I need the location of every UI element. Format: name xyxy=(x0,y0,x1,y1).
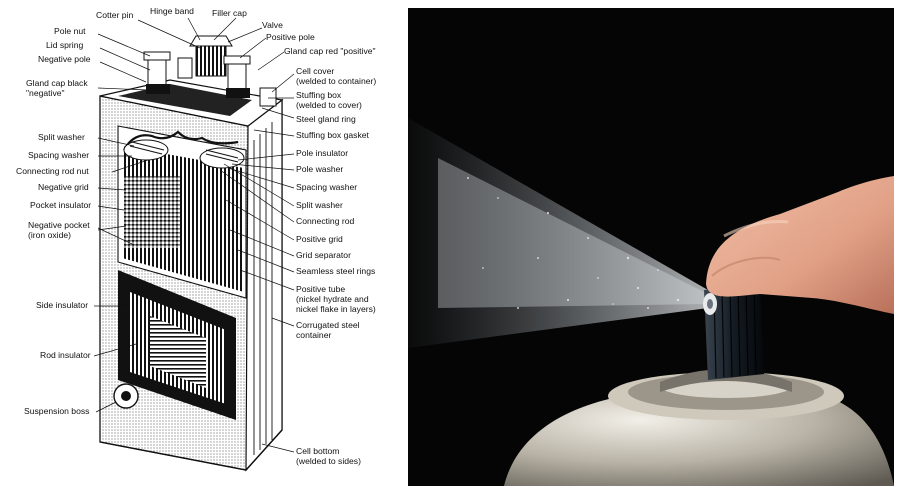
callout-spacing-washer-right: Spacing washer xyxy=(296,182,357,192)
callout-line: Cell bottom xyxy=(296,446,339,456)
callout-line: Stuffing box xyxy=(296,90,342,100)
callout-connecting-rod-nut: Connecting rod nut xyxy=(16,166,89,176)
callout-positive-grid: Positive grid xyxy=(296,234,343,244)
callout-cell-cover: Cell cover(welded to container) xyxy=(296,66,376,86)
callout-line: Connecting rod xyxy=(296,216,355,226)
callout-line: Positive pole xyxy=(266,32,315,42)
callout-line: Split washer xyxy=(296,200,343,210)
pressing-finger xyxy=(706,176,894,314)
callout-line: Spacing washer xyxy=(28,150,89,160)
callout-line: Stuffing box gasket xyxy=(296,130,370,140)
callout-steel-gland-ring: Steel gland ring xyxy=(296,114,356,124)
callout-line: container xyxy=(296,330,331,340)
callout-line: (welded to container) xyxy=(296,76,376,86)
callout-line: Rod insulator xyxy=(40,350,91,360)
callout-hinge-band: Hinge band xyxy=(150,6,194,16)
callout-line: nickel flake in layers) xyxy=(296,304,376,314)
callout-line: Positive grid xyxy=(296,234,343,244)
callout-line: Suspension boss xyxy=(24,406,89,416)
callout-line: Negative pocket xyxy=(28,220,90,230)
battery-cell-cutaway: Cotter pin Hinge band Filler capValvePole … xyxy=(16,6,376,472)
callout-line: Gland cap red "positive" xyxy=(284,46,376,56)
callout-line: "negative" xyxy=(26,88,65,98)
callout-rod-insulator: Rod insulator xyxy=(40,350,91,360)
callout-line: Spacing washer xyxy=(296,182,357,192)
callout-valve: Valve xyxy=(262,20,283,30)
callout-line: (welded to cover) xyxy=(296,100,362,110)
cell-cover-top xyxy=(99,35,284,127)
callout-gland-cap-red: Gland cap red "positive" xyxy=(284,46,376,56)
callout-line: Pole washer xyxy=(296,164,343,174)
callout-pole-insulator: Pole insulator xyxy=(296,148,348,158)
callout-line: Seamless steel rings xyxy=(296,266,375,276)
callout-negative-pole: Negative pole xyxy=(38,54,91,64)
callout-negative-grid: Negative grid xyxy=(38,182,89,192)
callout-split-washer-right: Split washer xyxy=(296,200,343,210)
callout-line: (welded to sides) xyxy=(296,456,361,466)
callout-pole-nut: Pole nut xyxy=(54,26,86,36)
callout-lid-spring: Lid spring xyxy=(46,40,83,50)
callout-connecting-rod: Connecting rod xyxy=(296,216,355,226)
callout-line: (iron oxide) xyxy=(28,230,71,240)
callout-line: (nickel hydrate and xyxy=(296,294,369,304)
callout-gland-cap-black: Gland cap black"negative" xyxy=(26,78,88,98)
callout-spacing-washer-left: Spacing washer xyxy=(28,150,89,160)
callout-line: Negative pole xyxy=(38,54,91,64)
callout-line: Negative grid xyxy=(38,182,89,192)
callout-filler-cap: Filler cap xyxy=(212,8,247,18)
callout-grid-separator: Grid separator xyxy=(296,250,351,260)
leader-lines xyxy=(93,17,295,453)
callout-labels: Cotter pin Hinge band Filler capValvePole … xyxy=(16,6,376,466)
aerosol-photo-illustration xyxy=(408,8,894,486)
callout-line: Pole nut xyxy=(54,26,86,36)
callout-pole-washer: Pole washer xyxy=(296,164,343,174)
callout-line: Filler cap xyxy=(212,8,247,18)
aerosol-can xyxy=(504,369,894,486)
callout-stuffing-box: Stuffing box(welded to cover) xyxy=(296,90,362,110)
callout-suspension-boss: Suspension boss xyxy=(24,406,89,416)
callout-line: Grid separator xyxy=(296,250,351,260)
callout-line: Corrugated steel xyxy=(296,320,360,330)
callout-line: Pole insulator xyxy=(296,148,348,158)
callout-line: Connecting rod nut xyxy=(16,166,89,176)
callout-line: Positive tube xyxy=(296,284,345,294)
callout-line: Valve xyxy=(262,20,283,30)
suspension-boss-part xyxy=(113,383,139,409)
aerosol-photo xyxy=(408,8,894,486)
callout-line: Cotter pin xyxy=(96,10,133,20)
upper-plate-stack xyxy=(117,125,247,299)
callout-positive-pole: Positive pole xyxy=(266,32,315,42)
callout-line: Split washer xyxy=(38,132,85,142)
callout-line: Lid spring xyxy=(46,40,83,50)
callout-side-insulator: Side insulator xyxy=(36,300,88,310)
callout-split-washer-left: Split washer xyxy=(38,132,85,142)
callout-pocket-insulator: Pocket insulator xyxy=(30,200,91,210)
callout-line: Pocket insulator xyxy=(30,200,91,210)
callout-negative-pocket: Negative pocket(iron oxide) xyxy=(28,220,90,240)
callout-stuffing-box-gasket: Stuffing box gasket xyxy=(296,130,370,140)
callout-cotter-pin: Cotter pin xyxy=(96,10,133,20)
callout-line: Hinge band xyxy=(150,6,194,16)
lower-plate-block xyxy=(118,270,236,420)
callout-seamless-steel-rings: Seamless steel rings xyxy=(296,266,375,276)
callout-line: Side insulator xyxy=(36,300,88,310)
spray-nozzle xyxy=(703,284,764,380)
callout-line: Cell cover xyxy=(296,66,334,76)
callout-cell-bottom: Cell bottom(welded to sides) xyxy=(296,446,361,466)
spray-mist xyxy=(408,118,708,348)
callout-line: Steel gland ring xyxy=(296,114,356,124)
callout-line: Gland cap black xyxy=(26,78,88,88)
